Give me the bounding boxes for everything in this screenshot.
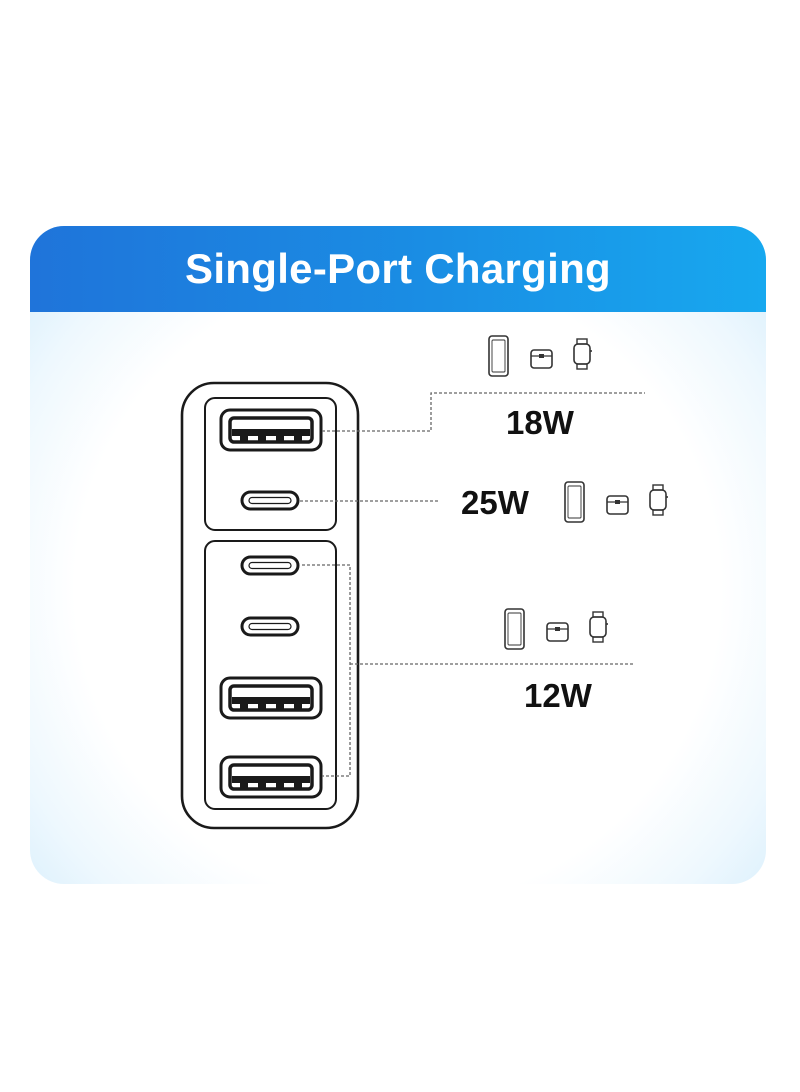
usb-a-port-1 bbox=[219, 408, 323, 452]
usb-c-port-2 bbox=[240, 555, 300, 576]
usb-a-port-2 bbox=[219, 676, 323, 720]
page-title: Single-Port Charging bbox=[185, 245, 611, 292]
device-icons-18w bbox=[488, 335, 593, 377]
device-icons-25w bbox=[564, 481, 669, 523]
usb-c-port-1 bbox=[240, 490, 300, 511]
smartwatch-icon bbox=[504, 608, 609, 650]
power-label-25w: 25W bbox=[461, 484, 530, 521]
leader-line-12w-bracket bbox=[302, 564, 351, 777]
device-icons-12w bbox=[504, 608, 609, 650]
usb-a-port-3 bbox=[219, 755, 323, 799]
usb-c-port-3 bbox=[240, 616, 300, 637]
power-label-18w: 18W bbox=[506, 404, 575, 441]
top-port-panel bbox=[204, 397, 337, 531]
power-label-12w: 12W bbox=[524, 677, 593, 714]
earbuds-case-icon bbox=[564, 481, 669, 523]
bottom-port-panel bbox=[204, 540, 337, 810]
charger-body-outline bbox=[180, 381, 360, 830]
title-banner: Single-Port Charging bbox=[30, 226, 766, 312]
charging-card: Single-Port Charging bbox=[30, 226, 766, 884]
phone-icon bbox=[488, 335, 593, 377]
leader-line-18w bbox=[322, 392, 645, 432]
